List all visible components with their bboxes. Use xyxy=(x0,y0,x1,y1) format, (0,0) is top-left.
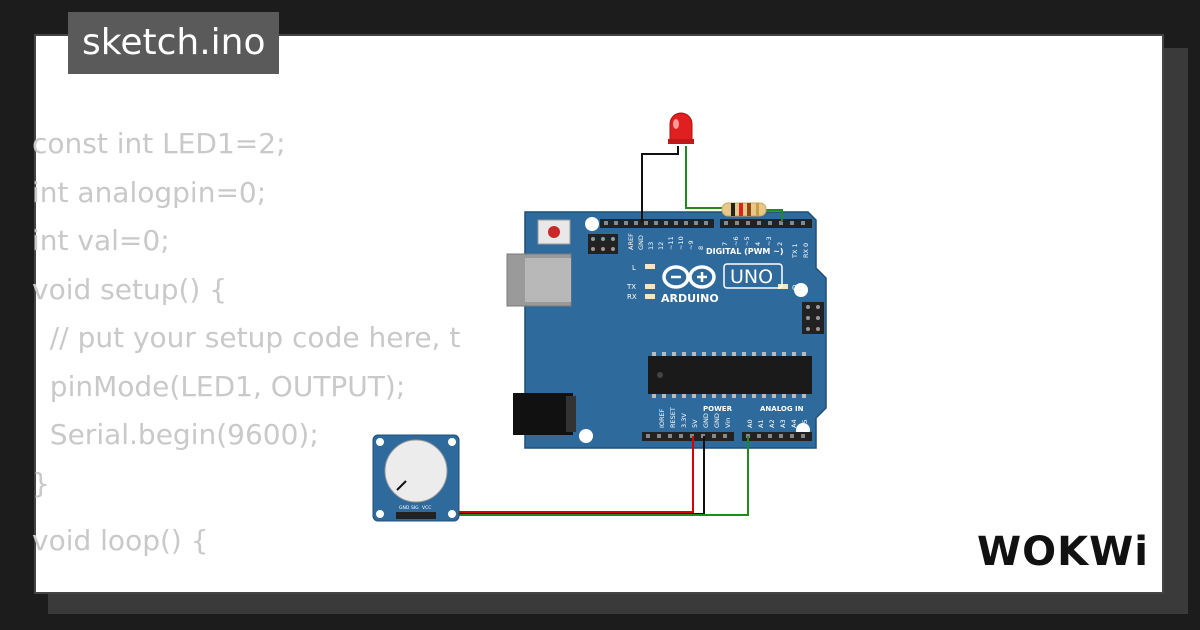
led-l-indicator xyxy=(645,264,655,269)
pin-label: ~6 xyxy=(732,236,740,246)
pin-label: GND xyxy=(713,413,721,428)
led-label-tx: TX xyxy=(626,283,636,291)
pin-label: TX 1 xyxy=(791,243,799,259)
potentiometer[interactable]: GND SIG VCC xyxy=(372,434,460,522)
microcontroller-chip xyxy=(648,356,812,394)
code-line: // put your setup code here, t xyxy=(32,321,461,354)
code-line: void setup() { xyxy=(32,272,228,306)
pin-label: ~5 xyxy=(743,236,751,246)
pin-label: 3.3V xyxy=(680,413,688,428)
wire-pot-vcc[interactable] xyxy=(452,436,694,513)
code-preview: const int LED1=2; int analogpin=0; int val… xyxy=(32,120,460,605)
analog-header xyxy=(742,432,812,441)
icsp-header xyxy=(588,234,618,254)
uno-badge xyxy=(723,263,783,289)
code-line: int analogpin=0; xyxy=(32,175,267,209)
bottom-shadow xyxy=(48,594,1188,614)
pin-label: 2 xyxy=(776,242,784,246)
code-line: } xyxy=(32,466,50,500)
code-line: void loop() { xyxy=(32,523,209,557)
pin-label: A2 xyxy=(768,419,776,428)
wokwi-logo: WOKWi xyxy=(977,529,1149,575)
mounting-hole xyxy=(585,217,599,231)
arduino-uno-board[interactable]: AREF GND 13 12 ~11 ~10 ~9 8 7 ~6 ~5 4 ~3… xyxy=(506,211,827,449)
led-label-rx: RX xyxy=(627,293,637,301)
pin-label: ~10 xyxy=(677,236,685,250)
pin-label: GND xyxy=(637,235,645,250)
pot-pin-label: VCC xyxy=(422,505,431,511)
mounting-hole xyxy=(579,429,593,443)
code-line: const int LED1=2; xyxy=(32,127,286,160)
pin-label: AREF xyxy=(627,233,635,250)
wire-resistor-pin2[interactable] xyxy=(765,209,783,222)
pin-label: A4 xyxy=(790,419,798,428)
digital-header-label: DIGITAL (PWM ~) xyxy=(706,247,784,256)
power-header xyxy=(642,432,734,441)
pin-label: 8 xyxy=(697,246,705,250)
wokwi-wordmark: WOKWi xyxy=(977,529,1149,575)
power-header-label: POWER xyxy=(703,405,733,413)
analog-pin-labels: A0 A1 A2 A3 A4 Vin A5 xyxy=(746,419,809,428)
pin-label: RESET xyxy=(669,407,677,428)
pin-label: ~11 xyxy=(667,236,675,250)
knob-indicator xyxy=(396,480,407,491)
code-line: int val=0; xyxy=(32,224,170,257)
code-line: pinMode(LED1, OUTPUT); xyxy=(32,369,406,403)
wires xyxy=(430,146,783,516)
led-label-on: ON xyxy=(792,284,803,292)
pin-label: RX 0 xyxy=(802,243,810,258)
pin-label: 7 xyxy=(721,242,729,246)
mounting-hole xyxy=(794,283,808,297)
code-line: Serial.begin(9600); xyxy=(32,418,319,451)
red-led[interactable] xyxy=(668,112,694,144)
pin-label: 13 xyxy=(647,242,655,250)
pin-label: GND xyxy=(702,413,710,428)
pin-label: A0 xyxy=(746,419,754,428)
pin-label: IOREF xyxy=(658,408,666,428)
pot-pin-label: GND xyxy=(399,505,410,511)
pin-label: 12 xyxy=(657,242,665,250)
pin-label: ~3 xyxy=(765,236,773,246)
led-label-l: L xyxy=(632,264,636,272)
wire-pot-signal[interactable] xyxy=(430,436,749,516)
resistor[interactable] xyxy=(721,202,767,217)
wire-led-resistor[interactable] xyxy=(685,146,722,209)
arduino-logo-icon xyxy=(662,265,716,289)
arduino-brand-label: ARDUINO xyxy=(661,292,719,305)
bottom-border xyxy=(34,592,1164,594)
pin-label: A5 xyxy=(801,419,809,428)
potentiometer-knob[interactable] xyxy=(384,439,448,503)
pin-label: A1 xyxy=(757,419,765,428)
pin-label: Vin xyxy=(724,418,732,428)
icsp-header-2 xyxy=(802,302,824,334)
pin-label: ~9 xyxy=(687,240,695,250)
pin-label: 5V xyxy=(691,419,699,428)
file-tab[interactable]: sketch.ino xyxy=(68,12,280,74)
analog-header-label: ANALOG IN xyxy=(760,405,804,413)
led-on-indicator xyxy=(778,284,788,289)
led-rx-indicator xyxy=(645,294,655,299)
digital-pin-labels: AREF GND 13 12 ~11 ~10 ~9 8 7 ~6 ~5 4 ~3… xyxy=(627,233,810,259)
led-tx-indicator xyxy=(645,284,655,289)
power-jack xyxy=(513,393,573,435)
digital-header-pins xyxy=(604,221,805,225)
pin-label: A3 xyxy=(779,419,787,428)
wire-led-gnd[interactable] xyxy=(641,146,679,222)
pot-pin-label: SIG xyxy=(411,505,419,511)
uno-model-label: UNO xyxy=(730,266,773,288)
power-pin-labels: IOREF RESET 3.3V 5V GND GND Vin xyxy=(658,407,732,428)
digital-header-right xyxy=(720,219,812,228)
pin-label: 4 xyxy=(754,242,762,246)
